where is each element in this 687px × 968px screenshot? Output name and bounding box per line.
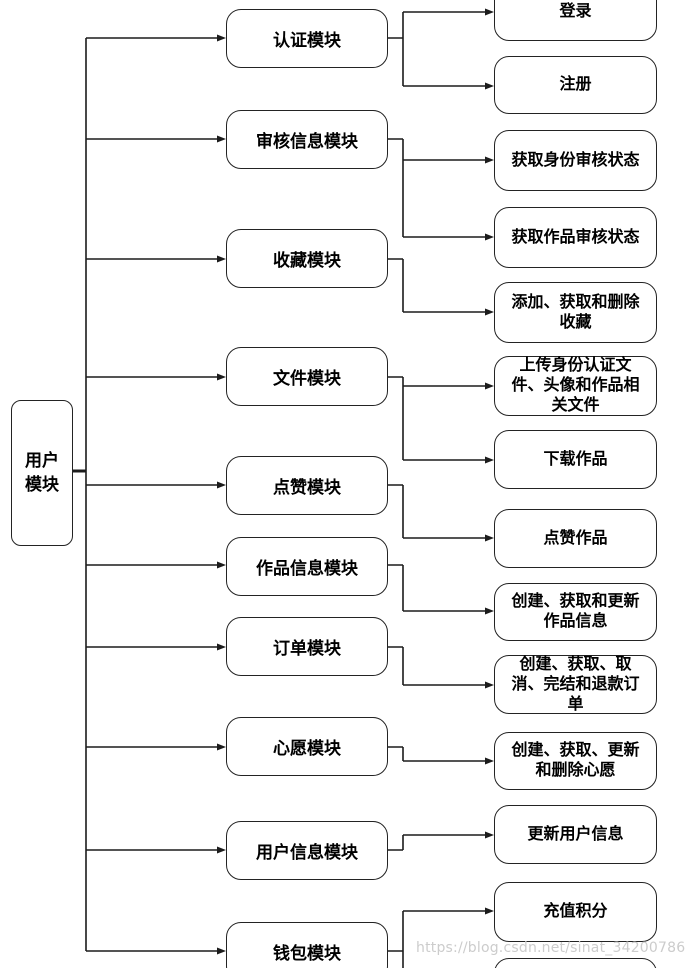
module-box-order: 订单模块 [226, 617, 388, 676]
module-box-wish: 心愿模块 [226, 717, 388, 776]
endpoint-wish-crud: 创建、获取、更新 和删除心愿 [494, 732, 657, 790]
module-box-user-info: 用户信息模块 [226, 821, 388, 880]
endpoint-update-user-info: 更新用户信息 [494, 805, 657, 864]
module-box-review-info: 审核信息模块 [226, 110, 388, 169]
endpoint-login: 登录 [494, 0, 657, 41]
endpoint-recharge-points: 充值积分 [494, 882, 657, 942]
endpoint-register: 注册 [494, 56, 657, 114]
trunk-and-elbows [85, 12, 404, 968]
endpoint-favorites-crud: 添加、获取和删除 收藏 [494, 282, 657, 343]
endpoint-order-ops: 创建、获取、取 消、完结和退款订 单 [494, 655, 657, 714]
endpoint-identity-review-status: 获取身份审核状态 [494, 130, 657, 191]
root-box-user-module: 用户 模块 [11, 400, 73, 546]
module-box-like: 点赞模块 [226, 456, 388, 515]
endpoint-partial-bottom [494, 958, 657, 968]
module-box-work-info: 作品信息模块 [226, 537, 388, 596]
module-box-favorites: 收藏模块 [226, 229, 388, 288]
module-box-file: 文件模块 [226, 347, 388, 406]
endpoint-work-review-status: 获取作品审核状态 [494, 207, 657, 268]
csdn-watermark: https://blog.csdn.net/sinat_34200786 [416, 940, 686, 956]
endpoint-upload-files: 上传身份认证文 件、头像和作品相 关文件 [494, 356, 657, 416]
endpoint-download-work: 下载作品 [494, 430, 657, 489]
module-box-auth: 认证模块 [226, 9, 388, 68]
endpoint-like-work: 点赞作品 [494, 509, 657, 568]
module-box-wallet: 钱包模块 [226, 922, 388, 968]
endpoint-work-info-crud: 创建、获取和更新 作品信息 [494, 583, 657, 641]
